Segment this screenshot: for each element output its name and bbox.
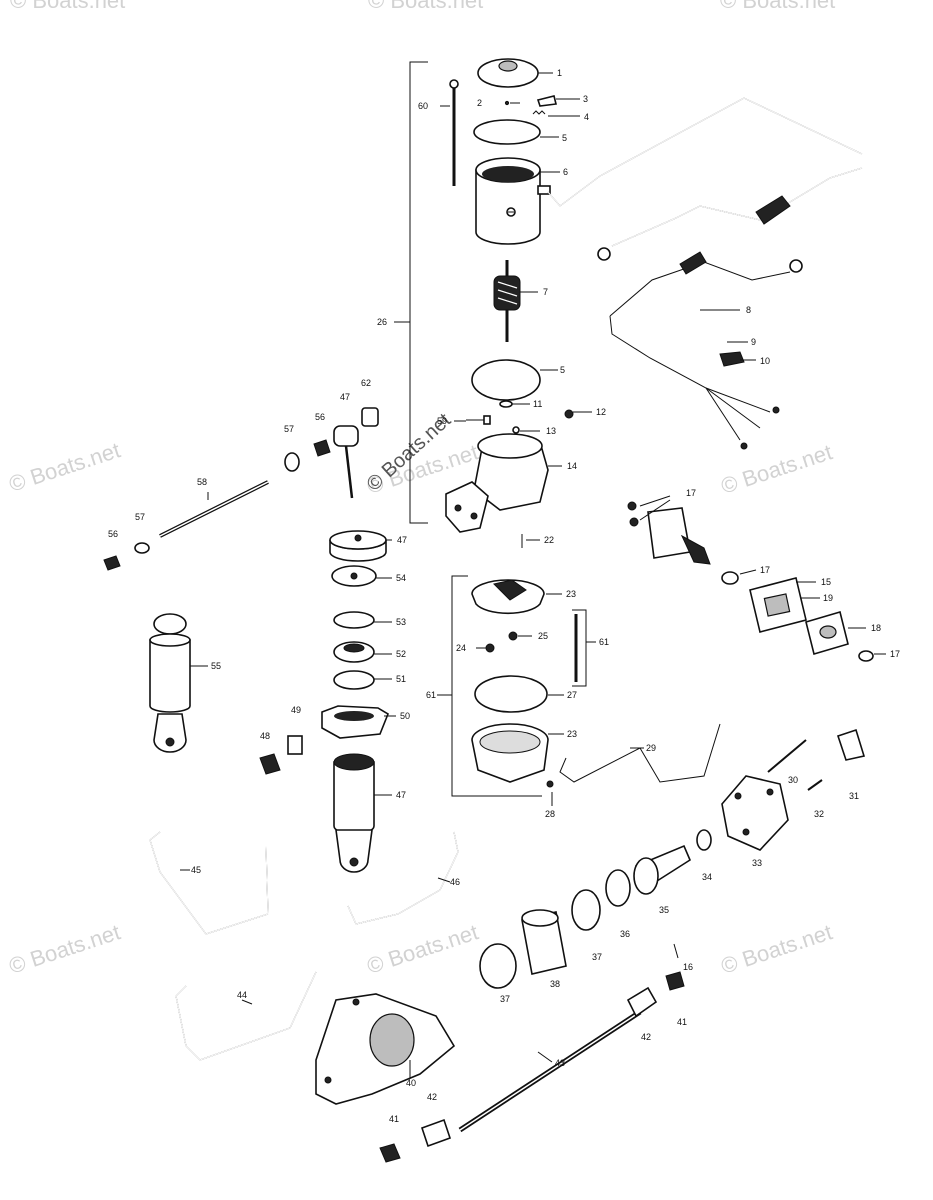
part-label: 35 (659, 905, 669, 915)
part-labels: 1 2 3 4 5 6 7 8 9 10 5 11 12 13 14 60 26… (108, 68, 900, 1124)
part-label: 61 (426, 690, 436, 700)
part-label: 14 (567, 461, 577, 471)
part-label: 17 (686, 488, 696, 498)
watermark: © Boats.net (718, 439, 835, 498)
watermark: © Boats.net (720, 0, 835, 13)
part-label: 34 (702, 872, 712, 882)
part-label: 48 (260, 731, 270, 741)
part-label: 52 (396, 649, 406, 659)
part-label: 41 (389, 1114, 399, 1124)
watermark: © Boats.net (364, 919, 481, 978)
part-label: 15 (821, 577, 831, 587)
part-label: 50 (400, 711, 410, 721)
part-label: 26 (377, 317, 387, 327)
part-label: 56 (108, 529, 118, 539)
part-label: 16 (683, 962, 693, 972)
part-label: 23 (567, 729, 577, 739)
part-label: 28 (545, 809, 555, 819)
part-label: 40 (406, 1078, 416, 1088)
part-label: 23 (566, 589, 576, 599)
part-label: 25 (538, 631, 548, 641)
part-label: 2 (477, 98, 482, 108)
part-label: 13 (546, 426, 556, 436)
rod-assembly (103, 407, 379, 571)
part-label: 9 (751, 337, 756, 347)
part-label: 57 (284, 424, 294, 434)
part-label: 38 (550, 979, 560, 989)
part-label: 30 (788, 775, 798, 785)
part-label: 45 (191, 865, 201, 875)
shock-absorber (149, 613, 303, 775)
part-label: 27 (567, 690, 577, 700)
watermark: © Boats.net (6, 437, 123, 496)
hydraulic-lines (149, 831, 459, 1061)
part-label: 5 (562, 133, 567, 143)
leader-lines (180, 72, 886, 1078)
watermark: © Boats.net (10, 0, 125, 13)
motor-assembly (445, 58, 574, 533)
part-label: 62 (361, 378, 371, 388)
part-label: 58 (197, 477, 207, 487)
part-label: 47 (397, 535, 407, 545)
part-label: 29 (646, 743, 656, 753)
part-label: 46 (450, 877, 460, 887)
part-label: 19 (823, 593, 833, 603)
watermark: © Boats.net (718, 919, 835, 978)
part-label: 10 (760, 356, 770, 366)
part-label: 60 (418, 101, 428, 111)
part-label: 17 (890, 649, 900, 659)
part-label: 3 (583, 94, 588, 104)
part-label: 41 (677, 1017, 687, 1027)
part-label: 18 (871, 623, 881, 633)
part-label: 59 (437, 416, 447, 426)
watermark: © Boats.net (368, 0, 483, 13)
pump-assembly (479, 728, 866, 989)
part-label: 5 (560, 365, 565, 375)
part-label: 1 (557, 68, 562, 78)
part-label: 42 (641, 1032, 651, 1042)
part-label: 56 (315, 412, 325, 422)
part-label: 55 (211, 661, 221, 671)
part-label: 47 (340, 392, 350, 402)
part-label: 8 (746, 305, 751, 315)
part-label: 51 (396, 674, 406, 684)
part-label: 47 (396, 790, 406, 800)
part-label: 43 (555, 1058, 565, 1068)
watermark: © Boats.net (6, 919, 123, 978)
trim-cylinder-stack (321, 530, 389, 873)
part-label: 6 (563, 167, 568, 177)
part-label: 4 (584, 112, 589, 122)
part-label: 7 (543, 287, 548, 297)
valve-assembly (471, 534, 721, 788)
wire-harness (547, 97, 863, 450)
part-label: 22 (544, 535, 554, 545)
trim-switch (627, 501, 874, 662)
part-label: 11 (533, 399, 542, 409)
part-label: 61 (599, 637, 609, 647)
part-label: 17 (760, 565, 770, 575)
part-label: 44 (237, 990, 247, 1000)
part-label: 31 (849, 791, 859, 801)
part-label: 24 (456, 643, 466, 653)
part-label: 57 (135, 512, 145, 522)
part-label: 37 (592, 952, 602, 962)
part-label: 53 (396, 617, 406, 627)
part-label: 54 (396, 573, 406, 583)
part-label: 37 (500, 994, 510, 1004)
watermark-layer: © Boats.net © Boats.net © Boats.net © Bo… (6, 0, 835, 979)
part-label: 12 (596, 407, 606, 417)
bracket-lines (394, 61, 596, 797)
part-label: 42 (427, 1092, 437, 1102)
part-label: 33 (752, 858, 762, 868)
part-label: 36 (620, 929, 630, 939)
mounting-bracket (315, 943, 685, 1163)
part-label: 49 (291, 705, 301, 715)
part-label: 32 (814, 809, 824, 819)
